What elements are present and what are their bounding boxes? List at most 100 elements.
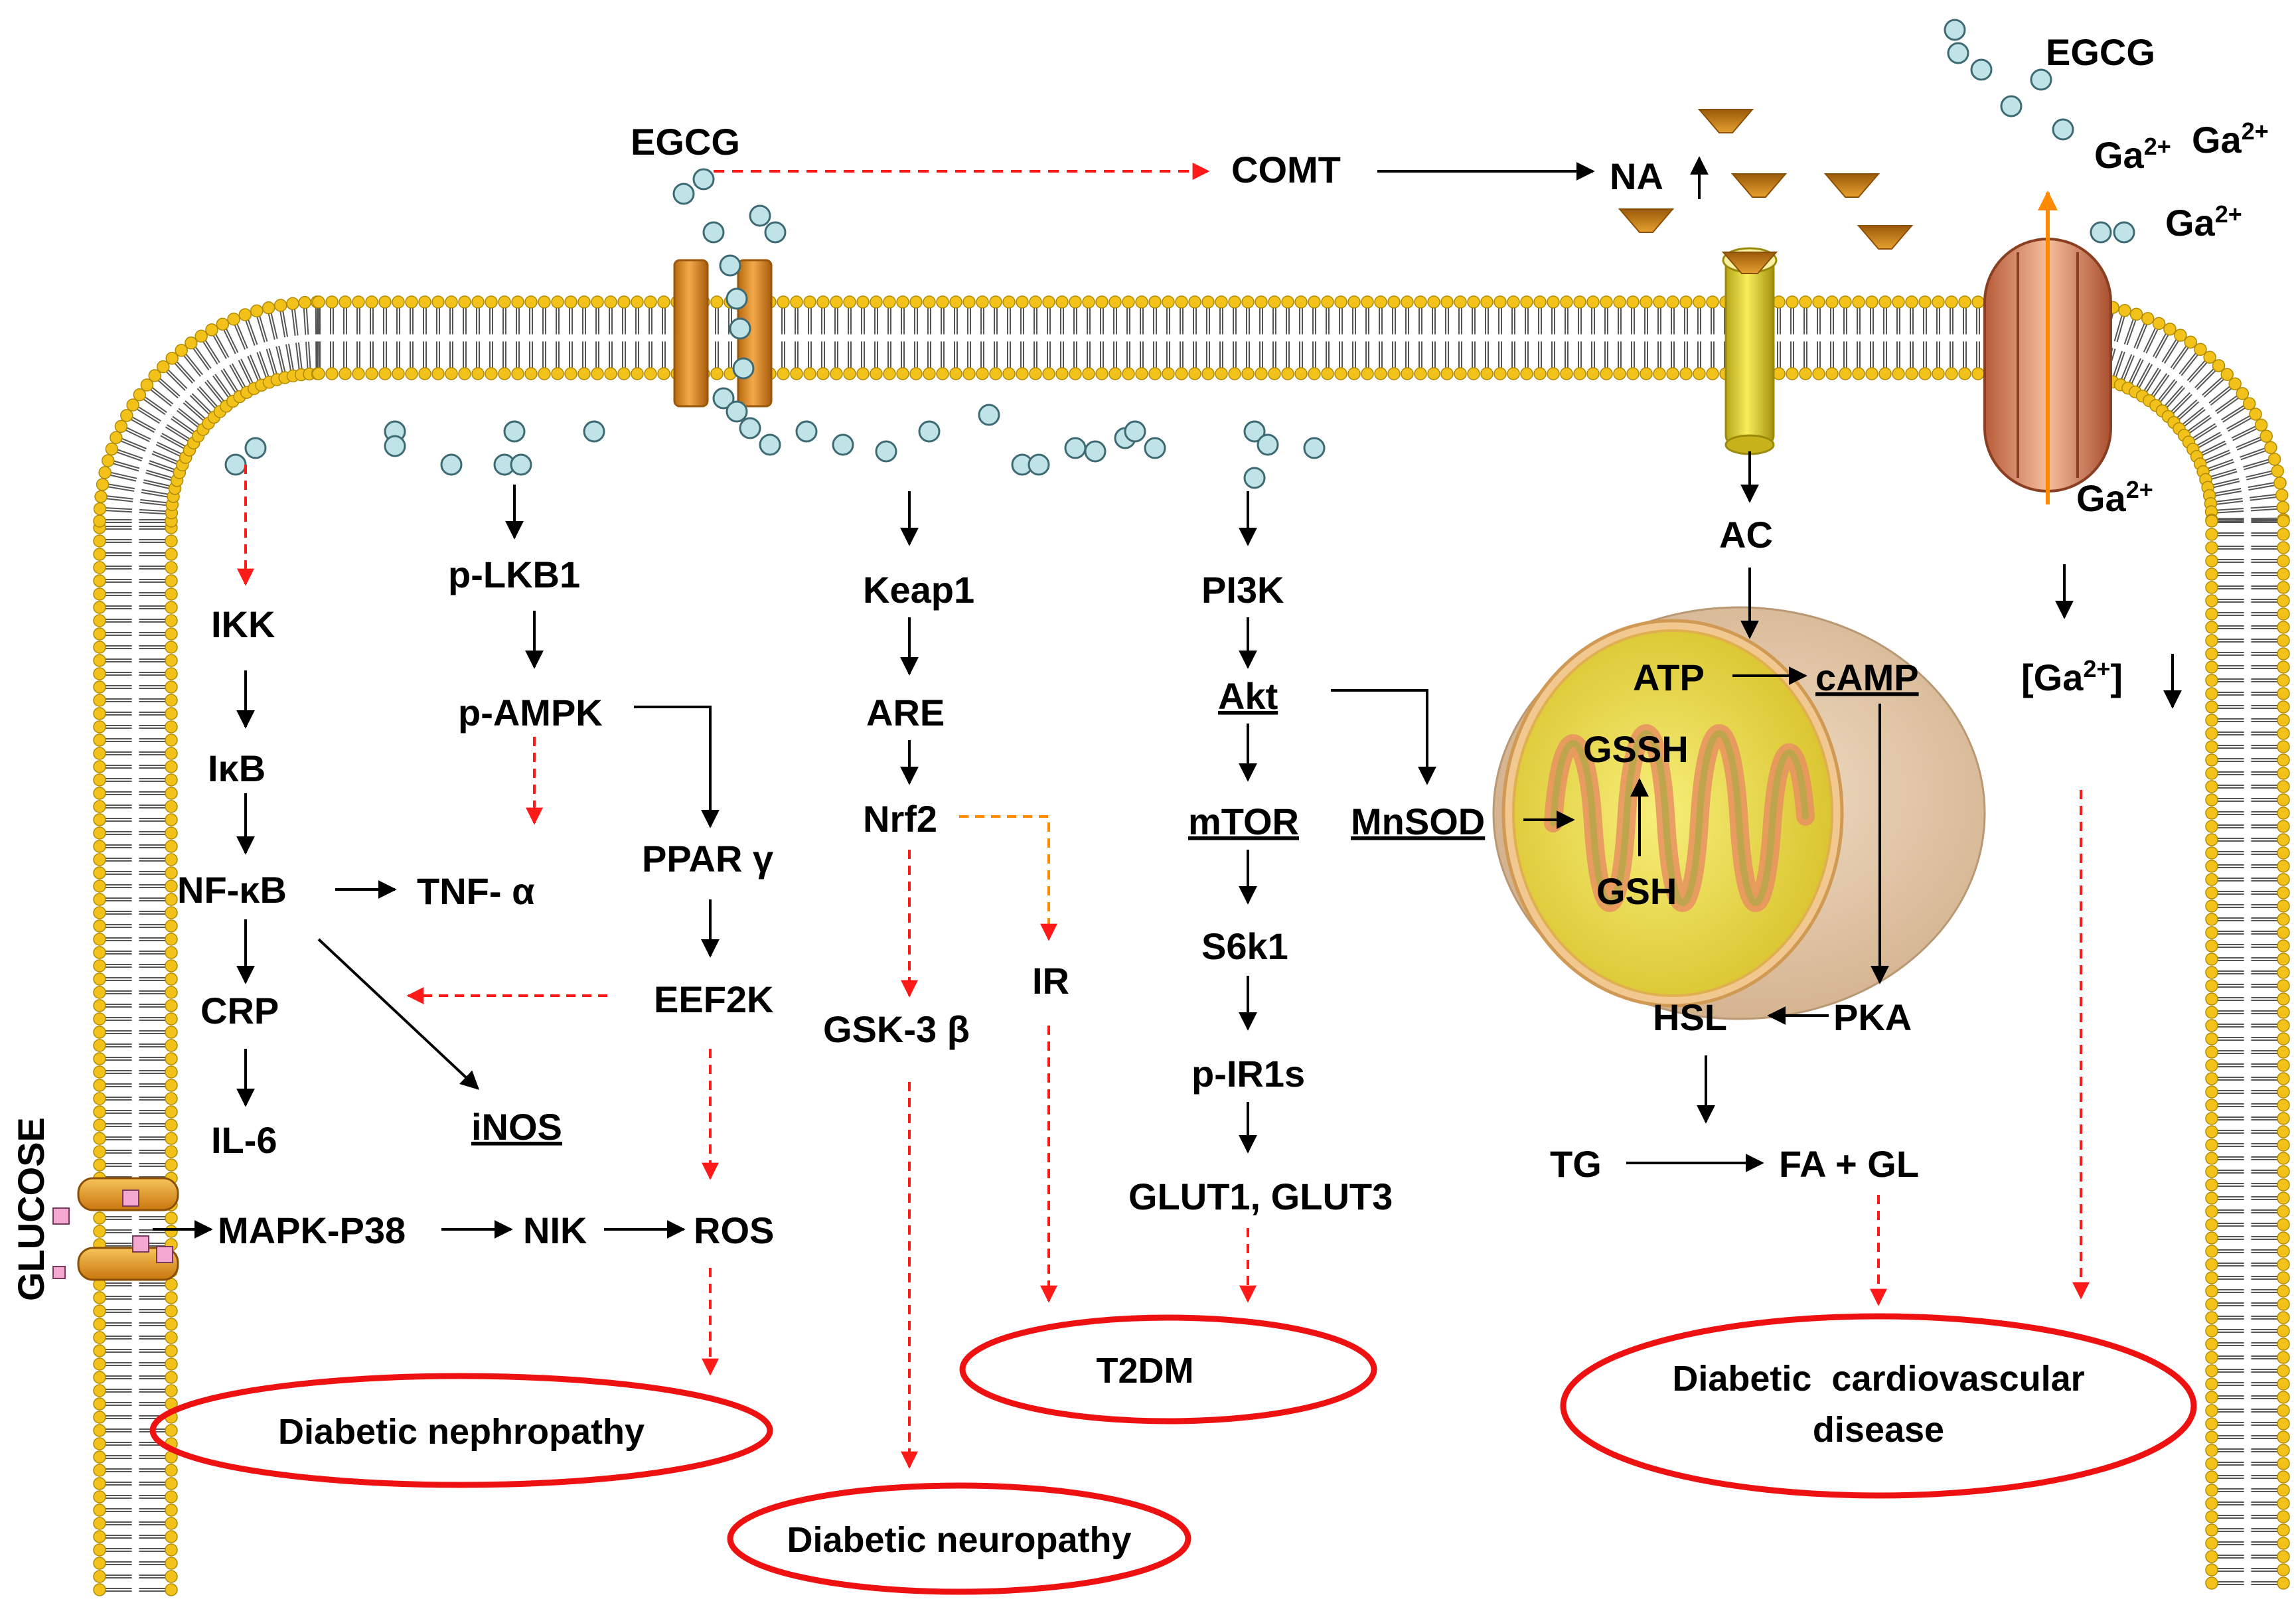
arrow-nfkb-inos xyxy=(317,938,480,1090)
egcg-molecule xyxy=(1243,467,1266,489)
pampk-label: p-AMPK xyxy=(458,692,603,733)
ikb-label: IκB xyxy=(208,747,266,789)
egcg-molecule xyxy=(2113,221,2135,244)
egcg-molecule xyxy=(672,183,695,205)
egcg-molecule xyxy=(764,221,787,244)
egcg-molecule xyxy=(244,437,267,459)
nik-label: NIK xyxy=(523,1209,587,1251)
egcg-molecule xyxy=(2000,95,2023,117)
arrow-pampk-pparg xyxy=(634,706,720,828)
egcg-molecule xyxy=(832,433,854,456)
disease-nephropathy: Diabetic nephropathy xyxy=(149,1373,773,1488)
egcg-molecule xyxy=(510,453,532,476)
egcg-molecule xyxy=(1064,437,1087,459)
pathway-arrows xyxy=(153,156,2182,1469)
egcg-molecule xyxy=(875,440,897,463)
eef2k-label: EEF2K xyxy=(654,978,774,1020)
ga-label-top2: Ga2+ xyxy=(2192,117,2269,161)
nephropathy-label: Diabetic nephropathy xyxy=(278,1412,645,1452)
egcg-molecule xyxy=(2030,68,2052,91)
egcg-molecule xyxy=(1028,453,1050,476)
pka-label: PKA xyxy=(1833,996,1912,1038)
egcg-molecule xyxy=(1947,42,1969,64)
arrow-nrf2-ir xyxy=(959,815,1057,941)
ikk-label: IKK xyxy=(211,603,275,645)
disease-cardiovascular: Diabetic cardiovascular disease xyxy=(1560,1313,2197,1499)
s6k1-label: S6k1 xyxy=(1201,925,1288,967)
egcg-molecule xyxy=(1970,58,1993,81)
akt-label: Akt xyxy=(1218,675,1278,717)
keap1-label: Keap1 xyxy=(863,569,974,611)
egcg-molecule xyxy=(2090,221,2112,244)
ros-label: ROS xyxy=(694,1209,774,1251)
ga-label-top: Ga2+ xyxy=(2094,133,2171,176)
tg-label: TG xyxy=(1550,1143,1602,1185)
pi3k-label: PI3K xyxy=(1201,569,1284,611)
egcg-molecule xyxy=(384,435,406,457)
arrow-akt-mnsod xyxy=(1331,689,1436,785)
cell-membrane xyxy=(93,295,2290,1596)
egcg-molecule xyxy=(1257,433,1279,456)
ga-label-mid: Ga2+ xyxy=(2165,200,2242,244)
plkb1-label: p-LKB1 xyxy=(448,554,580,595)
labels: EGCG COMT NA EGCG Ga2+ Ga2+ Ga2+ Ga2+ [G… xyxy=(10,31,2269,1301)
egcg-molecule xyxy=(712,387,735,410)
egcg-label-left: EGCG xyxy=(631,121,740,163)
ac-label: AC xyxy=(1719,514,1773,556)
egcg-molecule xyxy=(739,417,761,439)
egcg-molecule xyxy=(1144,437,1166,459)
disease-neuropathy: Diabetic neuropathy xyxy=(727,1482,1191,1595)
na-receptor-channel xyxy=(1721,247,1778,455)
cardio-label-line2: disease xyxy=(1813,1410,1944,1450)
egcg-molecule xyxy=(726,400,748,423)
nrf2-label: Nrf2 xyxy=(863,798,937,840)
egcg-molecule xyxy=(440,453,463,476)
neuropathy-label: Diabetic neuropathy xyxy=(787,1520,1131,1560)
glucose-transporter xyxy=(52,1177,179,1281)
egcg-molecule xyxy=(795,420,818,443)
glucose-label: GLUCOSE xyxy=(10,1117,52,1301)
egcg-molecule xyxy=(1084,440,1107,463)
ir-label: IR xyxy=(1032,960,1069,1002)
disease-outcomes: Diabetic nephropathy Diabetic neuropathy… xyxy=(149,1313,2197,1595)
egcg-molecule xyxy=(583,420,605,443)
egcg-molecule xyxy=(1243,420,1266,443)
egcg-molecule xyxy=(1944,19,1966,41)
egcg-molecule xyxy=(978,404,1000,426)
gsh-label: GSH xyxy=(1596,870,1677,912)
t2dm-label: T2DM xyxy=(1097,1351,1194,1391)
disease-t2dm: T2DM xyxy=(959,1314,1377,1424)
egcg-molecule xyxy=(726,287,748,310)
il6-label: IL-6 xyxy=(211,1119,277,1161)
egcg-molecule xyxy=(759,433,781,456)
nfkb-label: NF-κB xyxy=(177,869,287,911)
egcg-molecule xyxy=(1124,420,1146,443)
egcg-label-right: EGCG xyxy=(2046,31,2155,73)
egcg-molecule xyxy=(729,317,751,340)
egcg-molecule xyxy=(918,420,941,443)
glut-label: GLUT1, GLUT3 xyxy=(1128,1176,1393,1217)
atp-label: ATP xyxy=(1633,656,1705,698)
cardio-label-line1: Diabetic cardiovascular xyxy=(1672,1359,2084,1399)
mitochondrion xyxy=(1492,606,1986,1020)
mapk-label: MAPK-P38 xyxy=(218,1209,406,1251)
hsl-label: HSL xyxy=(1653,996,1727,1038)
inos-label: iNOS xyxy=(471,1106,562,1148)
egcg-channel xyxy=(673,259,773,408)
egcg-molecule xyxy=(732,357,755,380)
mnsod-label: MnSOD xyxy=(1351,801,1485,842)
egcg-molecule xyxy=(1303,437,1326,459)
gsk3b-label: GSK-3 β xyxy=(823,1008,970,1050)
comt-label: COMT xyxy=(1231,149,1341,191)
fagl-label: FA + GL xyxy=(1779,1143,1919,1185)
egcg-molecules xyxy=(224,19,2135,489)
egcg-molecule xyxy=(692,168,715,191)
egcg-molecule xyxy=(702,221,725,244)
na-label: NA xyxy=(1610,155,1663,197)
mtor-label: mTOR xyxy=(1188,801,1299,842)
camp-label: cAMP xyxy=(1815,656,1919,698)
ga-concentration-label: [Ga2+] xyxy=(2021,655,2123,698)
gssh-label: GSSH xyxy=(1583,728,1689,770)
egcg-molecule xyxy=(719,254,741,277)
